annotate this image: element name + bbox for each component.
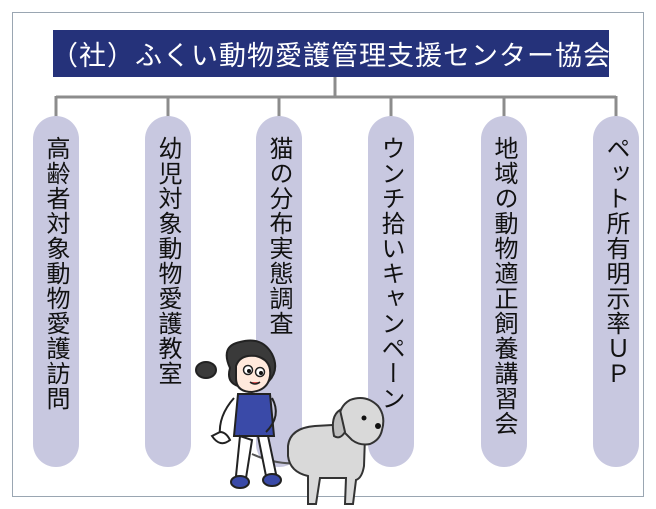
activity-pill: ペット所有明示率ＵＰ: [593, 116, 639, 467]
organization-title: （社）ふくい動物愛護管理支援センター協会: [51, 30, 610, 77]
activity-label: 猫の分布実態調査: [265, 136, 293, 336]
activity-pill: 幼児対象動物愛護教室: [145, 116, 191, 467]
child-walking-dog-icon: [195, 339, 385, 505]
activity-label: ペット所有明示率ＵＰ: [602, 136, 630, 386]
activity-label: ウンチ拾いキャンペーン: [377, 136, 405, 411]
activity-label: 地域の動物適正飼養講習会: [490, 136, 518, 436]
activity-pill: 高齢者対象動物愛護訪問: [33, 116, 79, 467]
activity-label: 幼児対象動物愛護教室: [154, 136, 182, 386]
activity-pill: ウンチ拾いキャンペーン: [368, 116, 414, 467]
activity-label: 高齢者対象動物愛護訪問: [42, 136, 70, 411]
activity-pill: 地域の動物適正飼養講習会: [481, 116, 527, 467]
diagram-frame: [12, 12, 644, 497]
